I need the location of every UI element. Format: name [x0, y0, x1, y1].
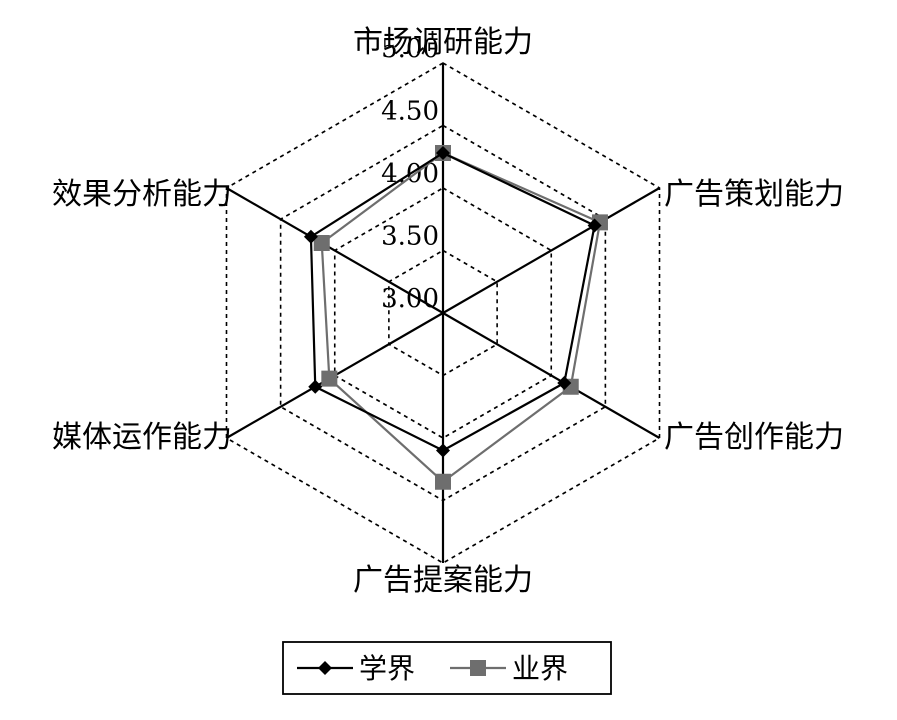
data-point	[321, 370, 338, 387]
data-point	[436, 146, 450, 160]
legend-label: 学界	[359, 652, 415, 685]
tick-label: 3.00	[381, 284, 439, 314]
axis-label: 市场调研能力	[353, 25, 533, 60]
axis-label: 广告创作能力	[664, 420, 844, 455]
axis-spoke-2	[442, 312, 661, 439]
axis-label: 效果分析能力	[52, 177, 232, 212]
radar-spokes	[225, 63, 661, 563]
axis-spoke-5	[225, 187, 444, 314]
data-point	[587, 218, 602, 233]
legend: 学界 业界	[282, 641, 612, 695]
data-point	[303, 229, 318, 244]
series-0	[303, 146, 602, 458]
tick-label: 5.00	[381, 34, 439, 64]
axis-label: 媒体运作能力	[52, 420, 232, 455]
series-1	[313, 145, 608, 490]
data-point	[557, 376, 572, 390]
data-point	[313, 235, 330, 251]
data-point	[436, 443, 450, 458]
data-point	[308, 379, 323, 394]
legend-marker	[470, 660, 486, 676]
tick-label: 3.50	[381, 222, 439, 252]
axis-label: 广告策划能力	[664, 177, 844, 212]
legend-marker	[318, 661, 332, 675]
radial-tick-labels: 3.003.504.004.505.00	[381, 34, 439, 314]
axis-label: 广告提案能力	[353, 563, 533, 598]
axis-spoke-1	[442, 187, 661, 314]
tick-label: 4.50	[381, 97, 439, 127]
legend-label: 业界	[512, 652, 568, 685]
data-point	[435, 473, 451, 490]
data-series	[303, 145, 608, 490]
